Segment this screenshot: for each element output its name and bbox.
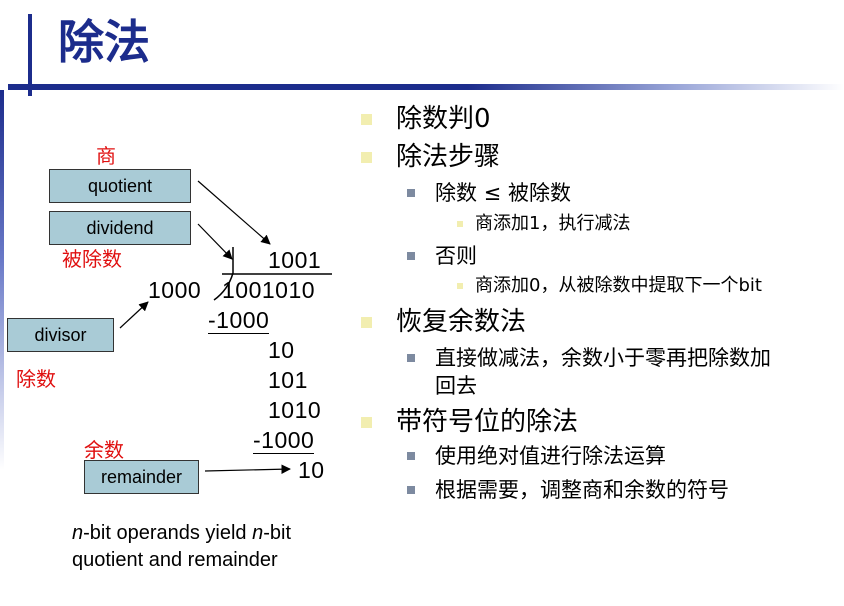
quotient-box: quotient — [49, 169, 191, 203]
caption: n-bit operands yield n-bit quotient and … — [72, 520, 291, 574]
division-divisor: 1000 — [148, 277, 202, 303]
bullet-3-1-text-line1: 直接做减法，余数小于零再把除数加 — [435, 346, 771, 370]
sub-sub-bullet-marker-icon — [457, 221, 463, 227]
sub-sub-bullet-marker-icon — [457, 283, 463, 289]
division-line3: 101 — [268, 367, 308, 393]
left-accent-fade — [0, 90, 4, 470]
bullet-4: 带符号位的除法 — [361, 406, 579, 438]
remainder-cn-label: 余数 — [84, 438, 124, 462]
bullet-2-2-text: 否则 — [435, 244, 477, 268]
bullet-2-1-1-text: 商添加1，执行减法 — [475, 213, 631, 234]
bullet-2-2-1: 商添加0，从被除数中提取下一个bit — [457, 274, 762, 298]
division-line2: 10 — [268, 337, 295, 363]
bullet-3-1-text-line2: 回去 — [435, 374, 477, 398]
bullet-2-2-1-text: 商添加0，从被除数中提取下一个bit — [475, 275, 762, 296]
quotient-arrow — [197, 180, 271, 245]
sub-bullet-marker-icon — [407, 452, 415, 460]
bullet-marker-icon — [361, 114, 372, 125]
bullet-2-1-1: 商添加1，执行减法 — [457, 212, 631, 236]
dividend-cn-label: 被除数 — [62, 247, 122, 271]
division-step2: -1000 — [253, 427, 315, 454]
bullet-1-text: 除数判0 — [396, 104, 491, 134]
title-accent-bar — [28, 14, 32, 96]
bullet-2-2: 否则 — [407, 242, 477, 270]
division-step1: -1000 — [208, 307, 270, 334]
dividend-arrow — [197, 223, 233, 260]
bullet-4-text: 带符号位的除法 — [396, 407, 579, 437]
division-dividend: 1001010 — [222, 277, 316, 303]
division-quotient: 1001 — [268, 247, 322, 273]
sub-bullet-marker-icon — [407, 354, 415, 362]
bullet-4-2-text: 根据需要，调整商和余数的符号 — [435, 478, 729, 502]
bullet-2: 除法步骤 — [361, 141, 501, 173]
divisor-cn-label: 除数 — [16, 367, 56, 391]
caption-t2: -bit — [263, 522, 292, 544]
division-remainder: 10 — [298, 457, 325, 483]
slide-title: 除法 — [58, 15, 150, 69]
bullet-marker-icon — [361, 317, 372, 328]
sub-bullet-marker-icon — [407, 189, 415, 197]
bullet-4-1: 使用绝对值进行除法运算 — [407, 442, 666, 470]
divisor-box: divisor — [7, 318, 114, 352]
bullet-2-text: 除法步骤 — [396, 142, 501, 172]
remainder-box: remainder — [84, 460, 199, 494]
bullet-marker-icon — [361, 152, 372, 163]
dividend-box: dividend — [49, 211, 191, 245]
division-bracket — [213, 247, 234, 301]
quotient-cn-label: 商 — [96, 144, 116, 168]
caption-line2: quotient and remainder — [72, 549, 278, 571]
sub-bullet-marker-icon — [407, 252, 415, 260]
bullet-4-1-text: 使用绝对值进行除法运算 — [435, 444, 666, 468]
caption-n2: n — [252, 522, 264, 544]
remainder-arrow — [204, 464, 291, 475]
sub-bullet-marker-icon — [407, 486, 415, 494]
bullet-3: 恢复余数法 — [361, 306, 527, 338]
division-line4: 1010 — [268, 397, 322, 423]
bullet-2-1-text: 除数 ≤ 被除数 — [435, 181, 571, 205]
bullet-2-1: 除数 ≤ 被除数 — [407, 179, 571, 207]
bullet-4-2: 根据需要，调整商和余数的符号 — [407, 476, 729, 504]
bullet-3-text: 恢复余数法 — [396, 307, 527, 337]
caption-n1: n — [72, 522, 84, 544]
divisor-arrow — [119, 301, 149, 329]
bullet-1: 除数判0 — [361, 103, 491, 135]
bullet-marker-icon — [361, 417, 372, 428]
title-underline-bar — [8, 84, 844, 90]
caption-t1: -bit operands yield — [83, 522, 253, 544]
bullet-3-1: 直接做减法，余数小于零再把除数加回去 — [407, 344, 771, 400]
